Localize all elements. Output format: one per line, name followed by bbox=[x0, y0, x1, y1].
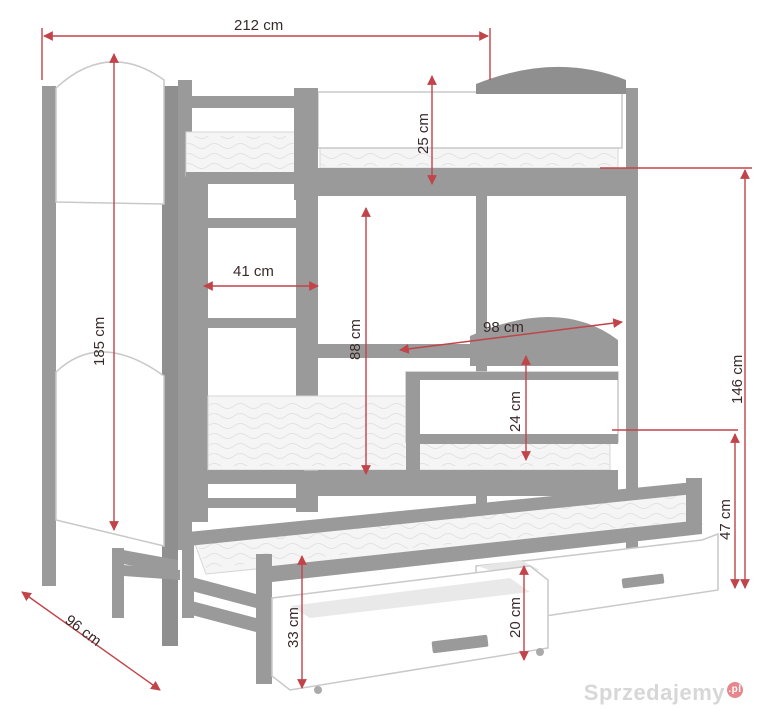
drawers bbox=[271, 532, 719, 694]
label-barrier-height: 24 cm bbox=[507, 391, 524, 432]
dimension-lines bbox=[21, 28, 752, 691]
upper-bunk bbox=[185, 66, 638, 590]
label-middle-clearance: 88 cm bbox=[347, 319, 364, 360]
trundle-bed bbox=[182, 478, 703, 684]
left-headboard bbox=[42, 61, 180, 646]
label-ladder-width: 41 cm bbox=[233, 263, 274, 280]
label-trundle-height: 47 cm bbox=[717, 499, 734, 540]
label-drawer-height-front: 33 cm bbox=[285, 607, 302, 648]
label-drawer-height-inner: 20 cm bbox=[507, 597, 524, 638]
label-total-height: 185 cm bbox=[91, 317, 108, 366]
label-depth: 96 cm bbox=[62, 612, 105, 650]
lower-bunk bbox=[207, 316, 619, 496]
watermark-brand: Sprzedajemy bbox=[583, 680, 725, 705]
watermark: Sprzedajemy.pl bbox=[584, 680, 743, 706]
label-barrier-length: 98 cm bbox=[483, 319, 524, 336]
label-total-length: 212 cm bbox=[234, 17, 283, 34]
label-upper-to-floor: 146 cm bbox=[729, 355, 746, 404]
label-guard-height-top: 25 cm bbox=[415, 113, 432, 154]
watermark-suffix: .pl bbox=[727, 681, 743, 698]
